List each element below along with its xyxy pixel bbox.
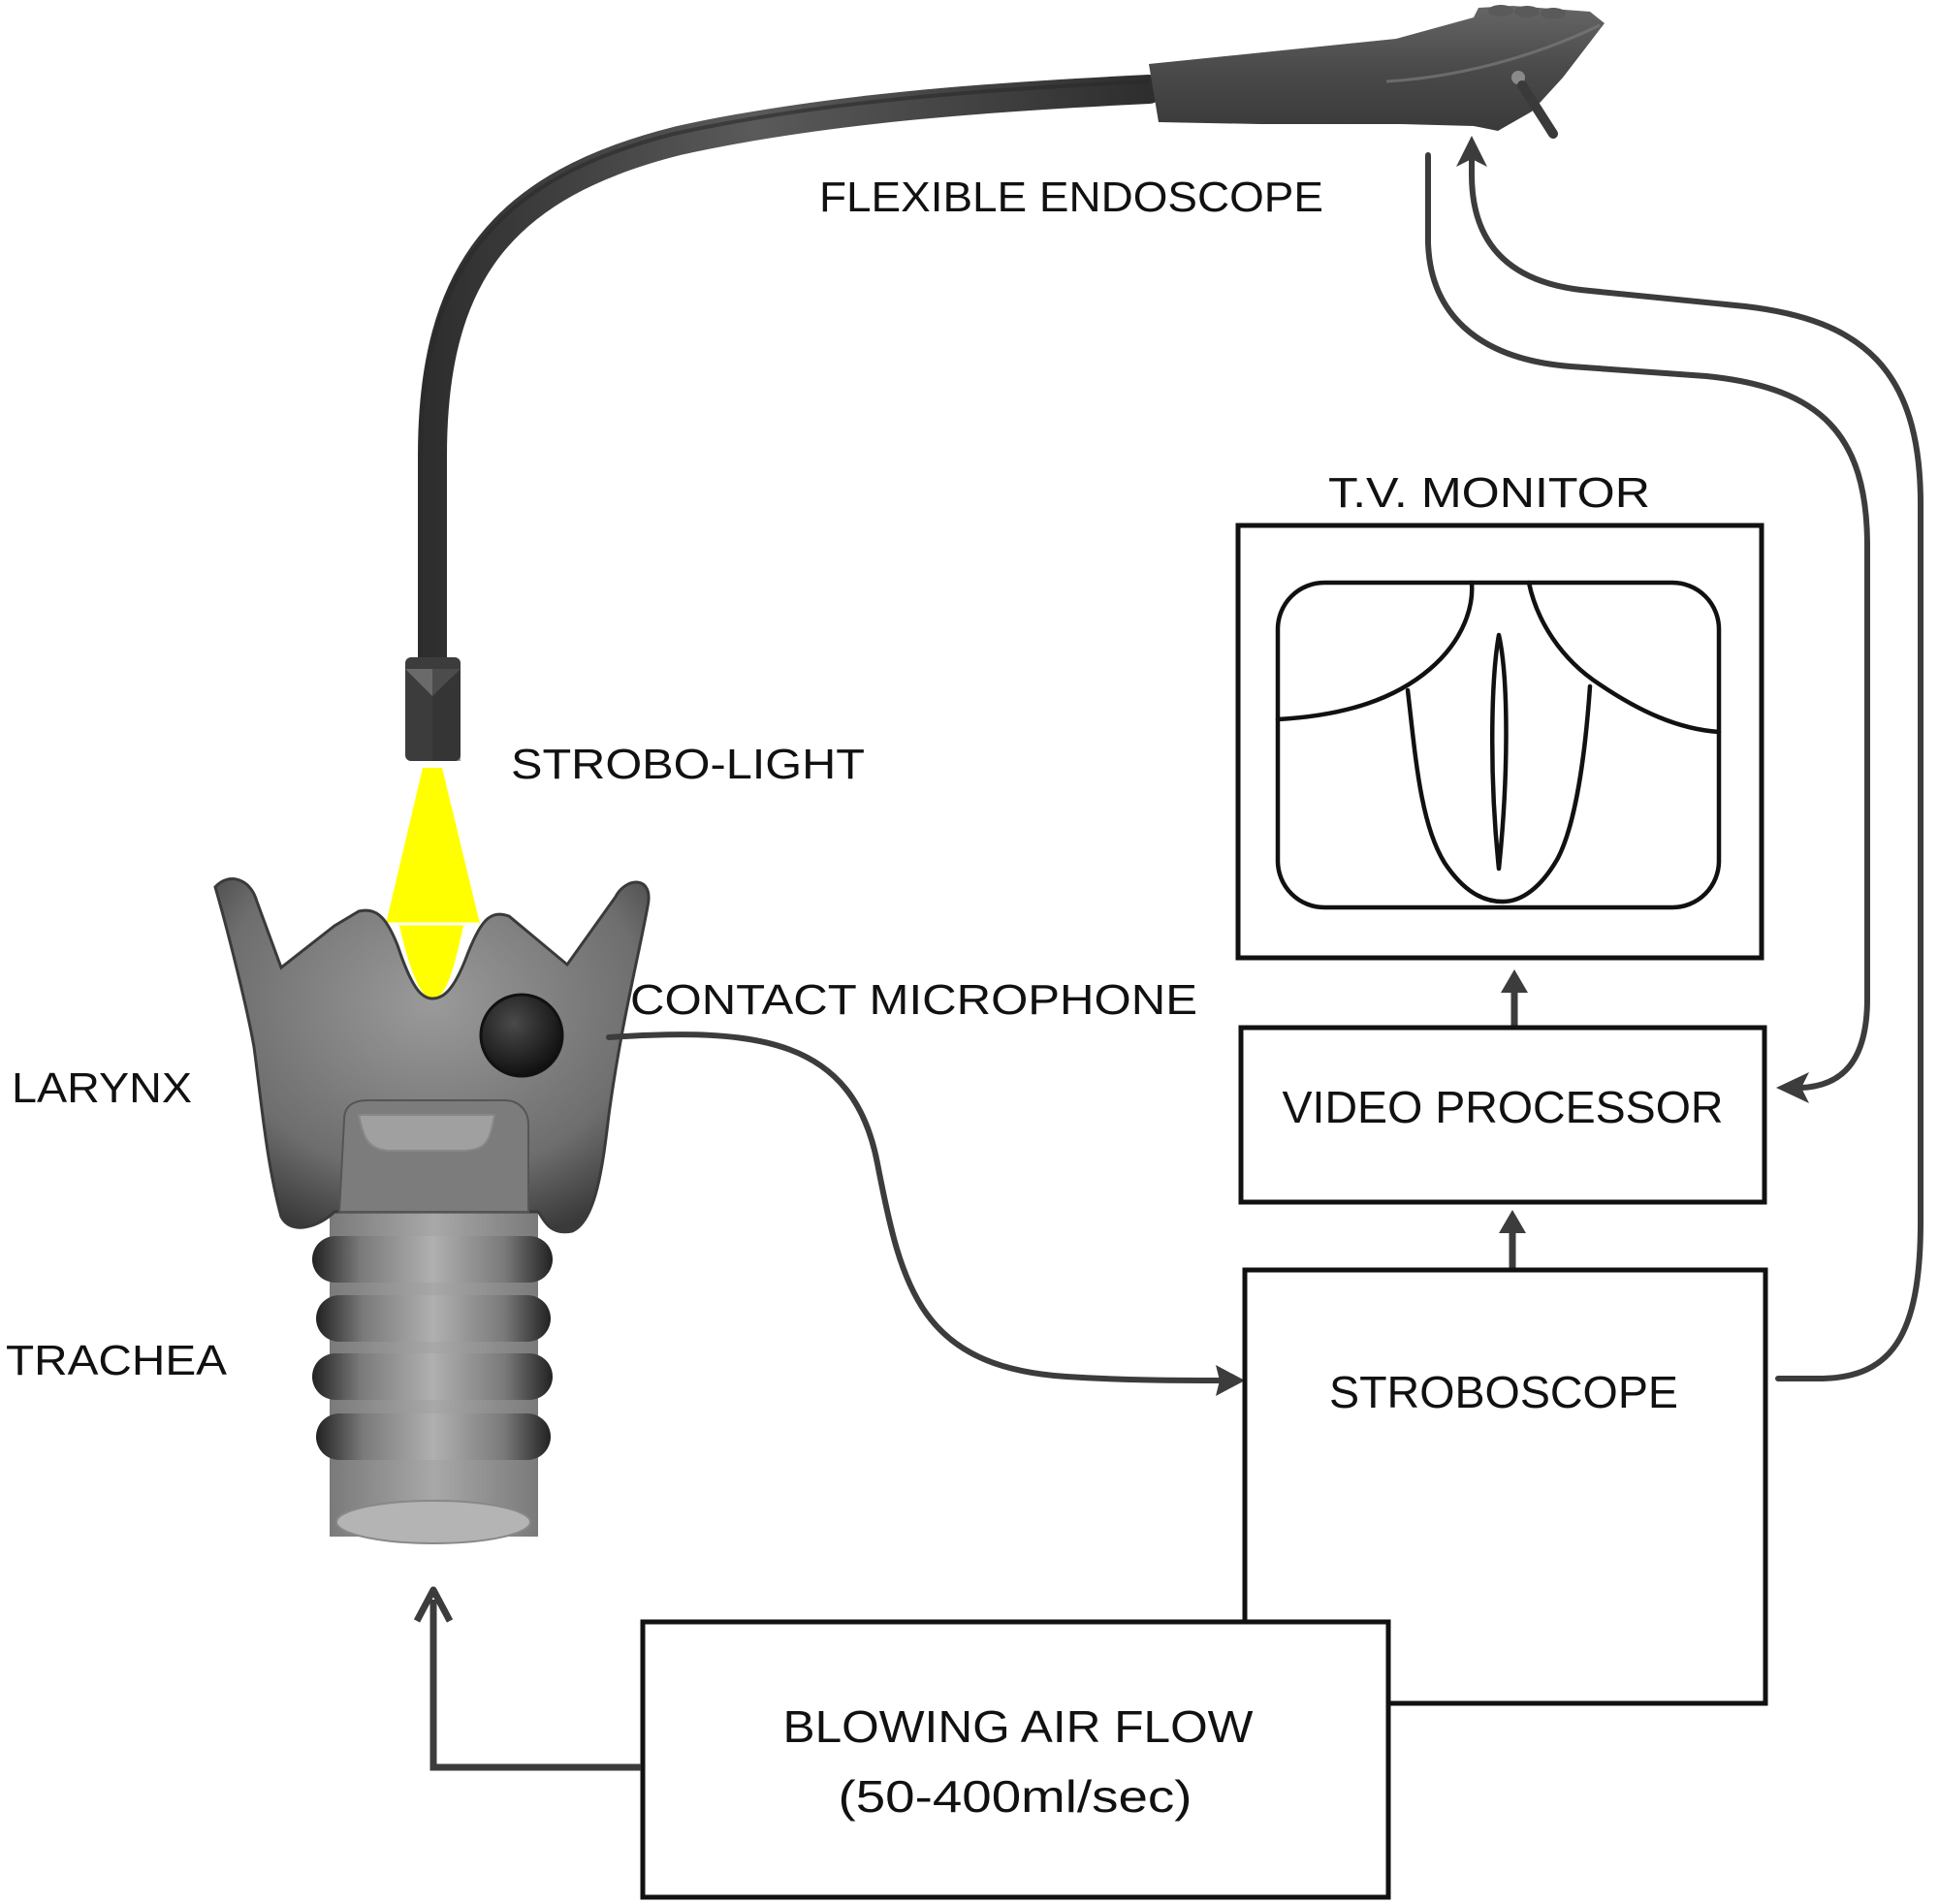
larynx-label: LARYNX (12, 1064, 192, 1112)
endoscope-handle-ridge (1385, 23, 1601, 83)
video-processor-box (1238, 1025, 1767, 1205)
air-flow-label: BLOWING AIR FLOW (783, 1701, 1255, 1752)
microphone-wire (606, 1031, 1226, 1383)
video-processor-to-monitor-arrow (1501, 969, 1528, 1026)
strobo-light-label: STROBO-LIGHT (511, 741, 865, 788)
tv-monitor-frame (1235, 523, 1764, 961)
blowing-air-flow: BLOWING AIR FLOW (50-400ml/sec) (640, 1619, 1391, 1900)
tv-monitor-screen (1275, 580, 1722, 910)
microphone-wire-arrowhead (1216, 1365, 1245, 1396)
video-processor-input-arrowhead (1776, 1072, 1809, 1103)
air-flow-box (640, 1619, 1391, 1900)
tv-monitor-label: T.V. MONITOR (1328, 469, 1650, 517)
flexible-endoscope (405, 5, 1605, 761)
air-flow-arrow (413, 1586, 641, 1771)
endoscope-tube (418, 75, 1163, 683)
contact-microphone-label: CONTACT MICROPHONE (630, 976, 1197, 1024)
vocal-folds-drawing (1275, 580, 1722, 904)
air-flow-rate-label: (50-400ml/sec) (839, 1771, 1192, 1822)
larynx-cartilage (213, 877, 651, 1234)
cricoid-highlight (357, 1114, 496, 1152)
endoscope-handle (1149, 6, 1605, 131)
endoscope-control-buttons (1488, 5, 1566, 19)
endoscope-lever (1511, 71, 1558, 139)
trachea-rings (312, 1236, 553, 1460)
video-processor-label: VIDEO PROCESSOR (1283, 1082, 1724, 1132)
endoscope-input-arrowhead (1456, 136, 1487, 167)
endoscope-tube-shade (419, 79, 1150, 669)
contact-microphone (479, 993, 564, 1078)
endoscope-to-video-processor-cable (1425, 152, 1870, 1091)
stroboscope-to-endoscope-cable (1469, 157, 1923, 1381)
trachea-label: TRACHEA (6, 1337, 228, 1384)
flexible-endoscope-label: FLEXIBLE ENDOSCOPE (819, 174, 1323, 221)
larynx-model (213, 877, 651, 1544)
video-processor: VIDEO PROCESSOR (1238, 1025, 1767, 1205)
stroboscope-to-video-processor-arrow (1499, 1210, 1526, 1268)
tv-monitor (1235, 523, 1764, 961)
stroboscope-label: STROBOSCOPE (1329, 1367, 1678, 1417)
strobo-light-connector (405, 657, 461, 761)
trachea-opening (335, 1500, 531, 1544)
strobo-light-beam (386, 768, 480, 999)
